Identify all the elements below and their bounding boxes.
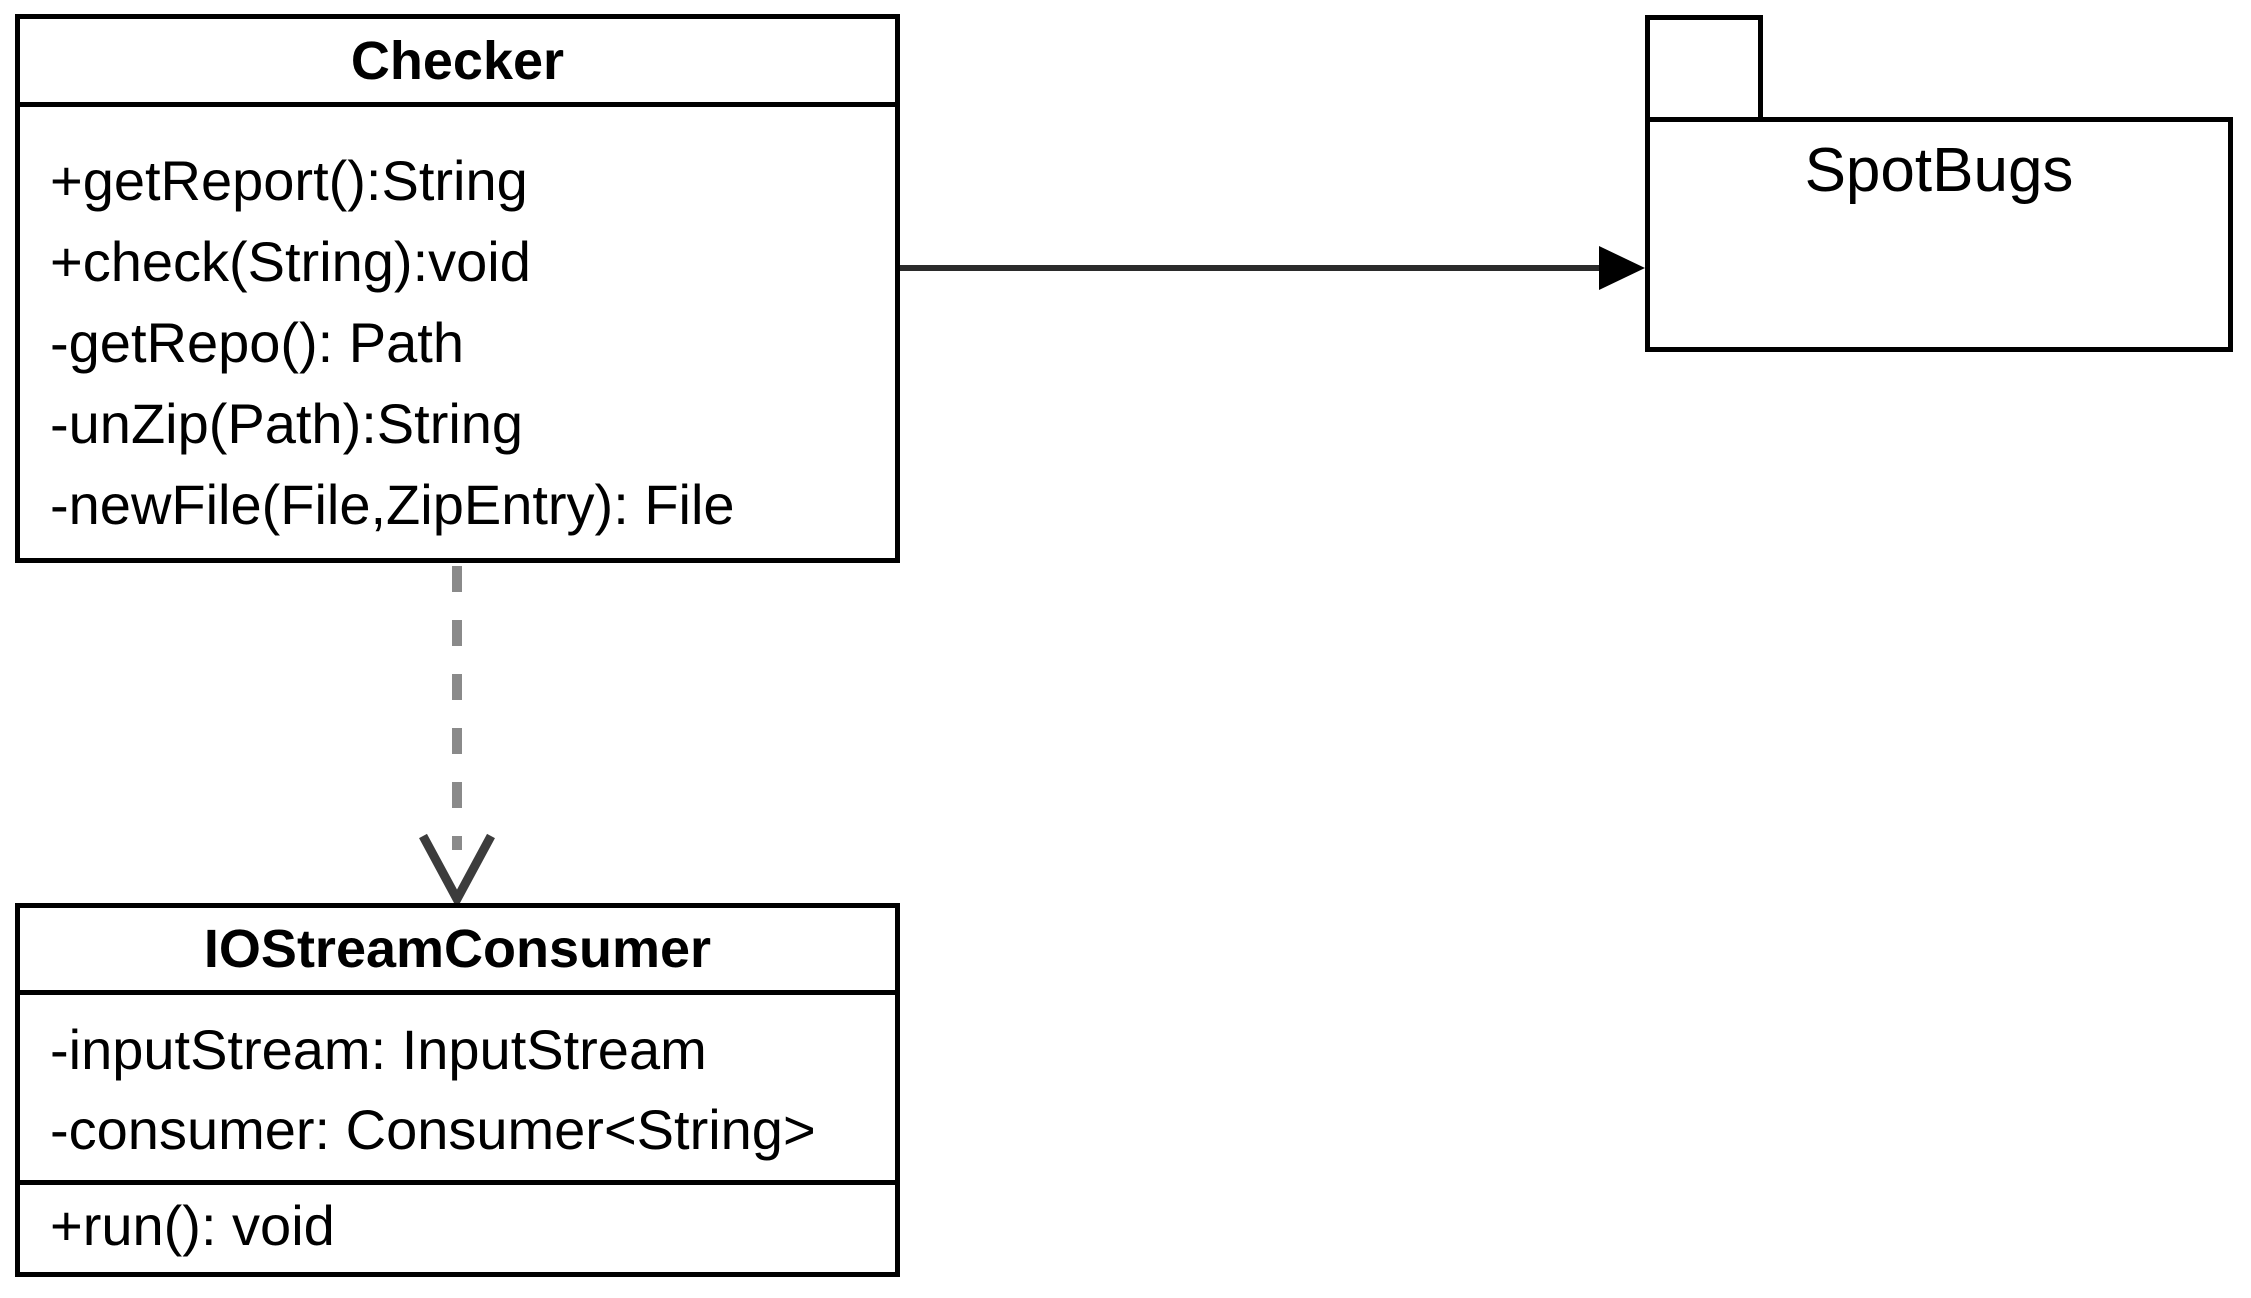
class-attributes-compartment: -inputStream: InputStream -consumer: Con… xyxy=(20,995,895,1185)
association-checker-spotbugs xyxy=(900,246,1645,290)
attribute-item: -inputStream: InputStream xyxy=(50,1018,707,1081)
class-box-checker: Checker +getReport():String +check(Strin… xyxy=(15,14,900,563)
package-title: SpotBugs xyxy=(1804,136,2074,205)
method-item: -getRepo(): Path xyxy=(50,311,464,374)
filled-arrowhead-icon xyxy=(1599,246,1645,290)
package-box-spotbugs: SpotBugs xyxy=(1645,117,2233,352)
package-tab xyxy=(1645,15,1763,122)
method-item: +run(): void xyxy=(50,1194,335,1257)
method-item: -newFile(File,ZipEntry): File xyxy=(50,473,735,536)
method-item: -unZip(Path):String xyxy=(50,392,524,455)
attribute-item: -consumer: Consumer<String> xyxy=(50,1098,816,1161)
class-methods-compartment: +getReport():String +check(String):void … xyxy=(20,107,895,545)
class-title: Checker xyxy=(20,19,895,107)
method-item: +getReport():String xyxy=(50,149,528,212)
class-box-iostreamconsumer: IOStreamConsumer -inputStream: InputStre… xyxy=(15,903,900,1277)
class-methods-compartment: +run(): void xyxy=(20,1185,895,1266)
class-title: IOStreamConsumer xyxy=(20,908,895,995)
dependency-checker-iostreamconsumer xyxy=(419,566,495,909)
open-arrowhead-icon xyxy=(419,833,495,909)
method-item: +check(String):void xyxy=(50,230,531,293)
